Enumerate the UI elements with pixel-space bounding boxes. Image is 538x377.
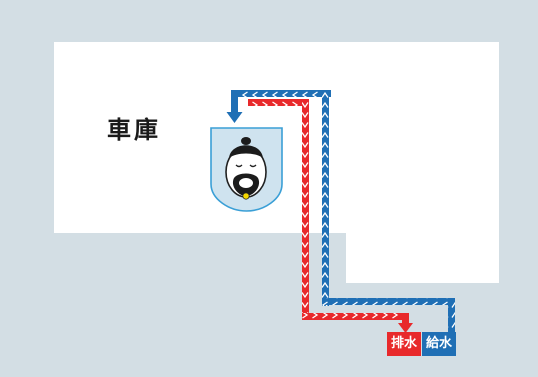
mascot-face-icon — [225, 137, 267, 200]
supply-pipe — [226, 90, 455, 332]
garage-label: 車庫 — [107, 116, 161, 144]
drain-pipe — [248, 99, 413, 333]
supply-arrow-icon — [226, 112, 243, 123]
drain-arrow-icon — [398, 323, 413, 333]
drain-legend-label: 排水 — [387, 332, 422, 356]
supply-legend-label: 給水 — [422, 332, 457, 356]
